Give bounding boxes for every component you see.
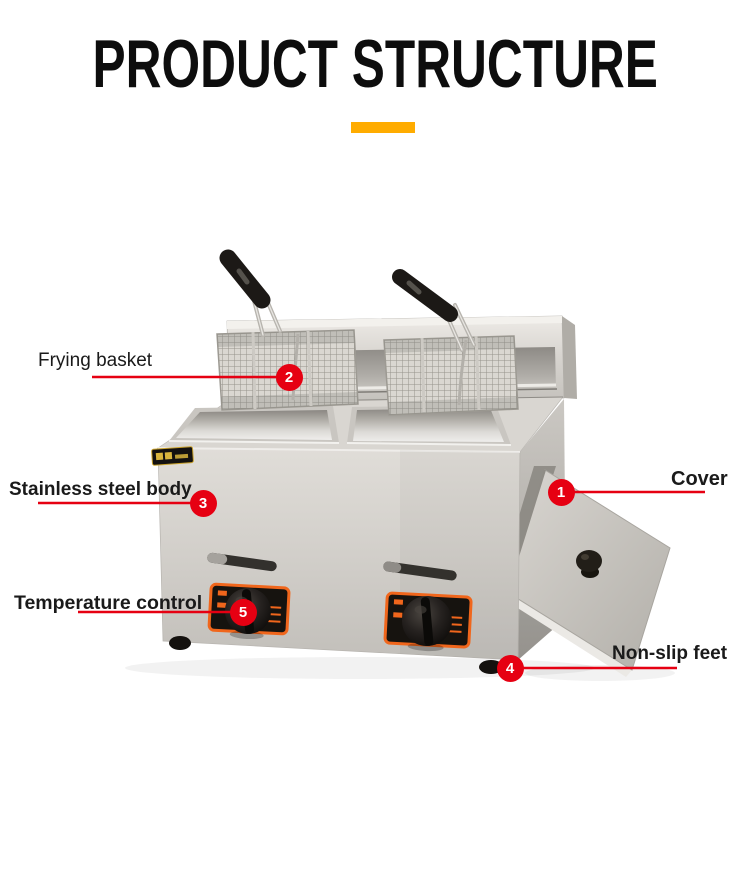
callout-marker-cover: 1 bbox=[547, 478, 575, 506]
callout-label-cover: Cover bbox=[671, 468, 728, 490]
callout-marker-body: 3 bbox=[189, 489, 217, 517]
callout-label-stainless-steel-body: Stainless steel body bbox=[9, 479, 192, 500]
vent-slot-left bbox=[207, 552, 277, 572]
title-accent-bar bbox=[351, 122, 415, 133]
vent-slot-right bbox=[383, 561, 457, 581]
temperature-control-right bbox=[383, 591, 473, 652]
callout-number: 1 bbox=[556, 483, 566, 501]
callout-number: 5 bbox=[238, 603, 248, 621]
callout-label-non-slip-feet: Non-slip feet bbox=[612, 643, 728, 664]
frying-basket-right bbox=[383, 269, 519, 416]
callout-number: 3 bbox=[198, 494, 208, 512]
cover-lid bbox=[502, 469, 671, 677]
cover-knob-handle bbox=[576, 550, 602, 578]
callout-number: 4 bbox=[505, 659, 515, 677]
callout-label-frying-basket: Frying basket bbox=[38, 350, 153, 371]
callout-number: 2 bbox=[284, 368, 294, 386]
brand-badge bbox=[151, 446, 194, 466]
callout-marker-frying-basket: 2 bbox=[275, 363, 303, 391]
callout-marker-feet: 4 bbox=[496, 654, 524, 682]
callout-label-temperature-control: Temperature control bbox=[14, 592, 203, 614]
oil-tank-left bbox=[168, 406, 340, 444]
page-title: PRODUCT STRUCTURE bbox=[92, 26, 658, 102]
oil-tank-right bbox=[346, 405, 512, 446]
page-title-wrap: PRODUCT STRUCTURE bbox=[0, 30, 750, 98]
callout-marker-temperature: 5 bbox=[229, 598, 257, 626]
